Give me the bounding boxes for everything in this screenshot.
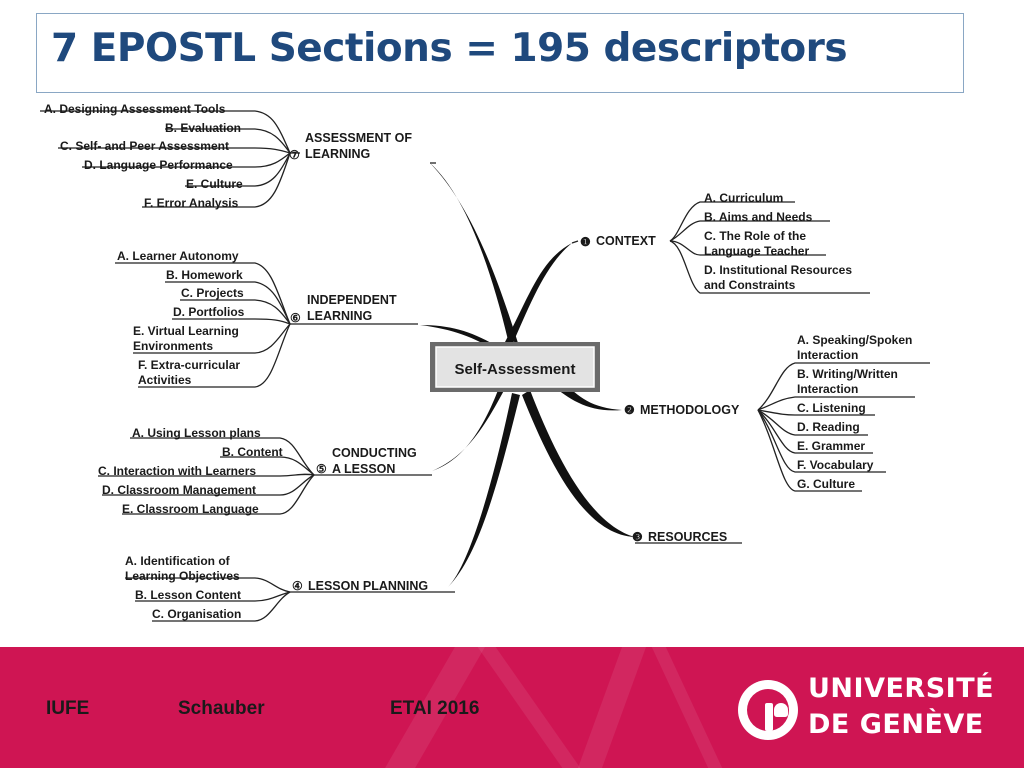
branch-lesson-planning [448,393,520,587]
assessment-item-e: E. Culture [186,177,243,191]
context-item-a: A. Curriculum [704,191,783,205]
conducting-item-b: B. Content [222,445,283,459]
university-seal-icon [738,680,798,740]
section-lesson-planning [125,577,455,622]
lesson-planning-item-c: C. Organisation [152,607,241,621]
section-assessment-num: ⑦ [289,148,300,162]
independent-item-c: C. Projects [181,286,244,300]
assessment-item-d: D. Language Performance [84,158,233,172]
conducting-item-d: D. Classroom Management [102,483,256,497]
branch-independent [420,325,500,353]
methodology-item-b2: Interaction [797,382,858,396]
independent-item-e2: Environments [133,339,213,353]
section-conducting [98,437,432,515]
section-resources-label: RESOURCES [648,530,727,544]
assessment-item-c: C. Self- and Peer Assessment [60,139,229,153]
context-item-d1: D. Institutional Resources [704,263,852,277]
seal-eagle [774,703,788,717]
context-item-c2: Language Teacher [704,244,809,258]
independent-item-a: A. Learner Autonomy [117,249,239,263]
independent-item-b: B. Homework [166,268,243,282]
lesson-planning-item-b: B. Lesson Content [135,588,241,602]
conducting-item-a: A. Using Lesson plans [132,426,261,440]
branch-conducting [432,383,508,471]
assessment-item-f: F. Error Analysis [144,196,239,210]
section-independent-label2: LEARNING [307,309,372,323]
section-resources-num: ❸ [632,530,643,544]
university-name-line1: UNIVERSITÉ [808,673,995,704]
independent-item-d: D. Portfolios [173,305,245,319]
lesson-planning-item-a2: Learning Objectives [125,569,240,583]
footer-bar: IUFE Schauber ETAI 2016 UNIVERSITÉ DE GE… [0,647,1024,768]
section-lesson-planning-num: ④ [292,579,303,593]
independent-item-f1: F. Extra-curricular [138,358,240,372]
methodology-item-d: D. Reading [797,420,860,434]
section-lesson-planning-label: LESSON PLANNING [308,579,428,593]
section-assessment-label2: LEARNING [305,147,370,161]
methodology-item-e: E. Grammer [797,439,865,453]
section-conducting-num: ⑤ [316,462,327,476]
methodology-item-a2: Interaction [797,348,858,362]
assessment-item-a: A. Designing Assessment Tools [44,102,226,116]
methodology-item-c: C. Listening [797,401,866,415]
independent-item-f2: Activities [138,373,192,387]
section-independent-num: ⑥ [290,311,301,325]
conducting-item-c: C. Interaction with Learners [98,464,256,478]
section-methodology-label: METHODOLOGY [640,403,740,417]
university-name-line2: DE GENÈVE [808,709,984,740]
section-independent-label1: INDEPENDENT [307,293,397,307]
section-independent [115,262,418,388]
section-methodology [757,362,930,492]
independent-item-e1: E. Virtual Learning [133,324,239,338]
methodology-item-a1: A. Speaking/Spoken [797,333,912,347]
context-item-b: B. Aims and Needs [704,210,813,224]
lesson-planning-item-a1: A. Identification of [125,554,231,568]
context-item-d2: and Constraints [704,278,796,292]
seal-key [765,703,773,731]
footer-org: IUFE [46,698,90,719]
section-context-label: CONTEXT [596,234,656,248]
section-conducting-label2: A LESSON [332,462,395,476]
section-context-num: ❶ [580,235,591,249]
seal-inner [747,689,789,731]
slide-title: 7 EPOSTL Sections = 195 descriptors [51,26,848,71]
footer-author: Schauber [178,698,265,719]
section-methodology-num: ❷ [624,403,635,417]
branch-resources [522,390,635,537]
methodology-item-g: G. Culture [797,477,855,491]
footer-event: ETAI 2016 [390,698,480,719]
conducting-item-e: E. Classroom Language [122,502,259,516]
methodology-item-b1: B. Writing/Written [797,367,898,381]
branch-context [505,243,572,345]
section-assessment [40,110,436,208]
center-label: Self-Assessment [455,361,576,378]
section-context [571,201,870,294]
center-node: Self-Assessment [430,342,600,392]
context-item-c1: C. The Role of the [704,229,806,243]
mind-map: Self-Assessment ❶ CONTEXT A. Curriculum … [40,102,930,622]
methodology-item-f: F. Vocabulary [797,458,874,472]
assessment-item-b: B. Evaluation [165,121,241,135]
branch-assessment [430,163,518,343]
section-conducting-label1: CONDUCTING [332,446,417,460]
title-box: 7 EPOSTL Sections = 195 descriptors [36,13,964,93]
section-assessment-label1: ASSESSMENT OF [305,131,412,145]
